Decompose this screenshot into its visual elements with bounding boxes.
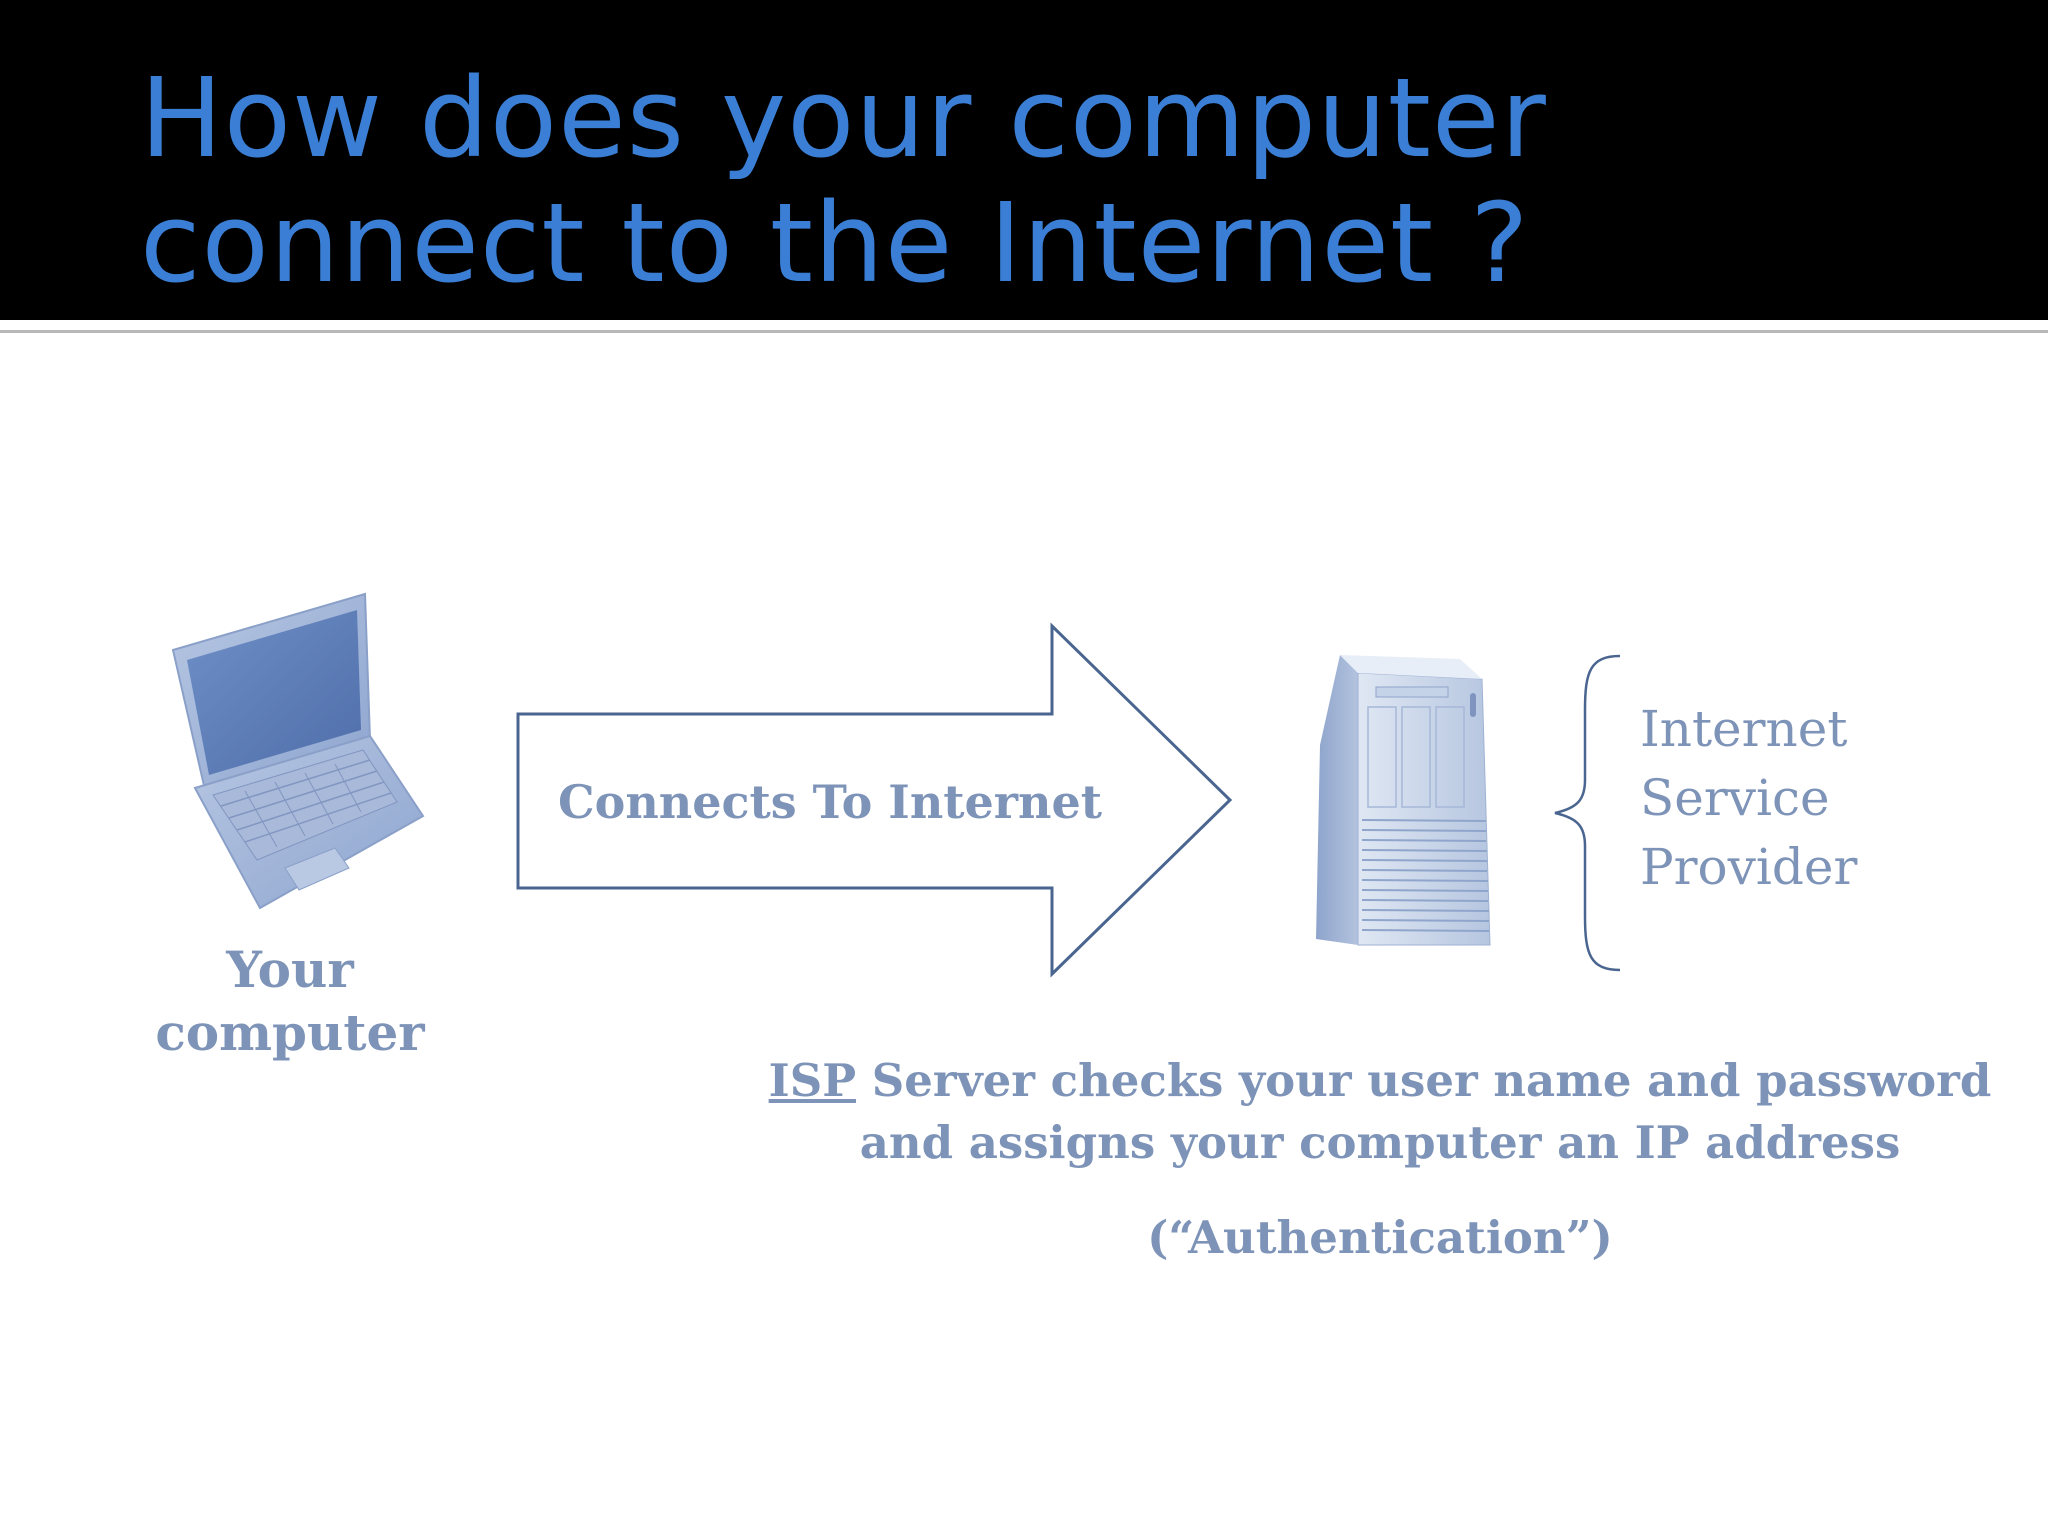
isp-label-line3: Provider: [1640, 838, 1858, 896]
isp-label: Internet Service Provider: [1640, 695, 2000, 902]
title-bar: How does your computer connect to the In…: [0, 0, 2048, 320]
computer-label-line2: computer: [155, 1003, 425, 1062]
title-divider: [0, 330, 2048, 333]
isp-label-line1: Internet: [1640, 700, 1848, 758]
computer-label-line1: Your: [226, 940, 354, 999]
server-tower-icon: [1316, 655, 1491, 946]
laptop-icon: [171, 592, 425, 910]
isp-description: ISP Server checks your user name and pas…: [740, 1050, 2020, 1174]
isp-abbreviation: ISP: [768, 1054, 857, 1107]
authentication-note: (“Authentication”): [1147, 1211, 1613, 1264]
isp-description-line2: and assigns your computer an IP address: [859, 1116, 1901, 1169]
arrow-label: Connects To Internet: [558, 775, 1102, 829]
computer-label: Your computer: [130, 938, 450, 1064]
isp-description-line1-text: Server checks your user name and passwor…: [856, 1054, 1992, 1107]
slide-title: How does your computer connect to the In…: [140, 54, 1547, 307]
curly-brace-icon: [1554, 654, 1621, 972]
isp-description-line1: ISP Server checks your user name and pas…: [740, 1050, 2020, 1112]
isp-label-line2: Service: [1640, 769, 1830, 827]
